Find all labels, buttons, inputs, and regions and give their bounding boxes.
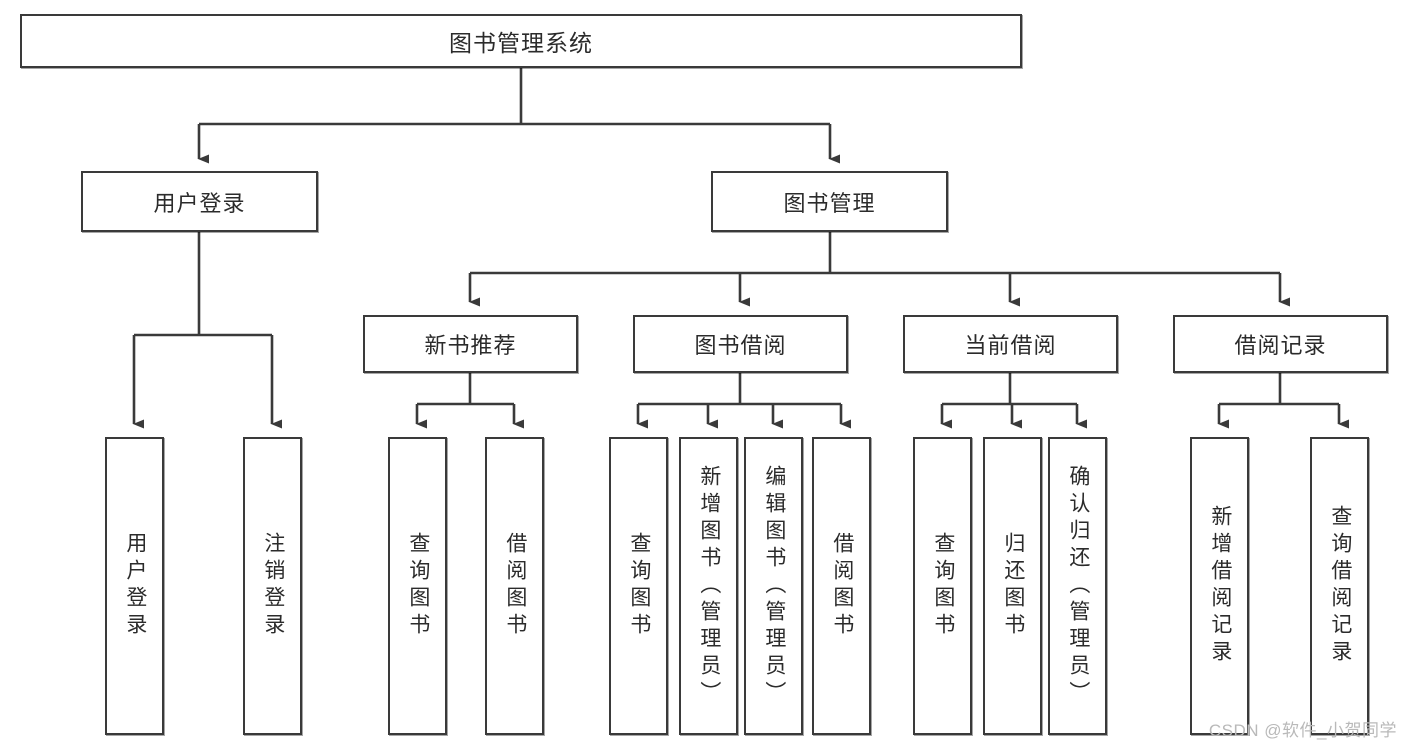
leaf-label: 查询图书 (406, 532, 430, 640)
leaf-label: 查询借阅记录 (1328, 505, 1352, 667)
leaf-label: 注销登录 (261, 532, 285, 640)
node-label: 图书借阅 (694, 333, 787, 358)
leaf-label: 用户登录 (123, 532, 147, 640)
leaf-label: 确认归还（管理员） (1066, 464, 1090, 708)
leaf-label: 新增图书（管理员） (697, 464, 721, 708)
node-current-borrow[interactable]: 当前借阅 (903, 315, 1118, 373)
node-label: 新书推荐 (424, 333, 517, 358)
leaf-label: 借阅图书 (503, 532, 527, 640)
leaf-query-borrow-record[interactable]: 查询借阅记录 (1310, 437, 1369, 735)
node-label: 当前借阅 (964, 333, 1057, 358)
leaf-return-book[interactable]: 归还图书 (983, 437, 1042, 735)
leaf-label: 编辑图书（管理员） (762, 464, 786, 708)
leaf-label: 借阅图书 (830, 532, 854, 640)
leaf-borrow-book-recommend[interactable]: 借阅图书 (485, 437, 544, 735)
leaf-label: 查询图书 (627, 532, 651, 640)
leaf-confirm-return-admin[interactable]: 确认归还（管理员） (1048, 437, 1107, 735)
leaf-user-login[interactable]: 用户登录 (105, 437, 164, 735)
node-label: 图书管理 (783, 190, 876, 216)
node-book-borrow[interactable]: 图书借阅 (633, 315, 848, 373)
leaf-add-book-admin[interactable]: 新增图书（管理员） (679, 437, 738, 735)
node-borrow-records[interactable]: 借阅记录 (1173, 315, 1388, 373)
leaf-borrow-book[interactable]: 借阅图书 (812, 437, 871, 735)
node-label: 用户登录 (153, 190, 246, 216)
leaf-logout[interactable]: 注销登录 (243, 437, 302, 735)
leaf-label: 新增借阅记录 (1208, 505, 1232, 667)
node-user-login[interactable]: 用户登录 (81, 171, 318, 232)
node-new-book-recommend[interactable]: 新书推荐 (363, 315, 578, 373)
leaf-edit-book-admin[interactable]: 编辑图书（管理员） (744, 437, 803, 735)
leaf-add-borrow-record[interactable]: 新增借阅记录 (1190, 437, 1249, 735)
csdn-watermark: CSDN @软件_小贺同学 (1208, 721, 1397, 740)
leaf-label: 归还图书 (1001, 532, 1025, 640)
leaf-query-book-recommend[interactable]: 查询图书 (388, 437, 447, 735)
leaf-label: 查询图书 (931, 532, 955, 640)
node-root-label: 图书管理系统 (449, 30, 593, 56)
node-book-management[interactable]: 图书管理 (711, 171, 948, 232)
leaf-query-book-current[interactable]: 查询图书 (913, 437, 972, 735)
node-root[interactable]: 图书管理系统 (20, 14, 1022, 68)
leaf-query-book-borrow[interactable]: 查询图书 (609, 437, 668, 735)
node-label: 借阅记录 (1234, 333, 1327, 358)
